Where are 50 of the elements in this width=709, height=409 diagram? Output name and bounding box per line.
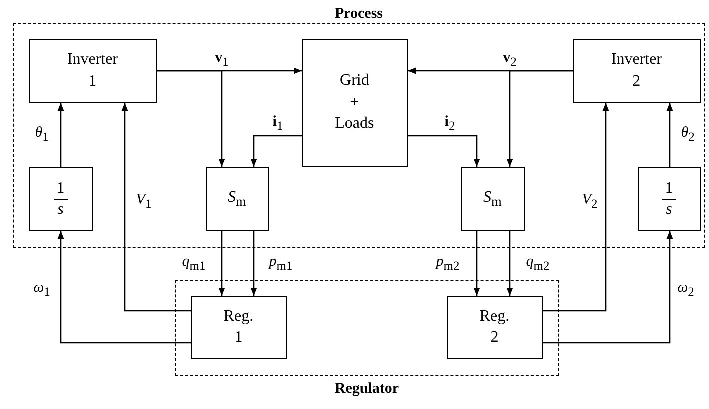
signal-label: V$_{1}$: [136, 192, 152, 212]
signal-arrow: [506, 70, 573, 167]
fraction-numerator: 1: [662, 178, 676, 200]
block-label: S$_{m}$: [228, 188, 246, 211]
signal-arrow: [157, 70, 226, 167]
fraction-denominator: s: [58, 200, 64, 219]
signal-label: V$_{2}$: [582, 192, 598, 212]
process-block: [446, 296, 543, 359]
signal-label: p$_{m1}$: [269, 254, 293, 274]
signal-arrow: [474, 231, 480, 296]
process-block: [302, 38, 408, 167]
signal-arrow: [666, 103, 674, 167]
signal-arrow: [506, 231, 514, 296]
block-label: Reg. 1: [224, 306, 254, 348]
signal-label: ω$_{2}$: [678, 280, 694, 300]
block-label: Inverter 1: [67, 50, 118, 92]
signal-label: i$_{1}$: [272, 114, 284, 134]
signal-label: v$_{2}$: [503, 50, 517, 70]
signal-label: q$_{m2}$: [526, 254, 550, 274]
process-block: [460, 166, 525, 231]
integrator-block: [28, 166, 93, 231]
block-label: Reg. 2: [480, 306, 510, 348]
signal-label: ω$_{1}$: [34, 280, 50, 300]
signal-label: θ$_{2}$: [681, 125, 695, 145]
signal-arrow: [58, 231, 191, 344]
process-block: [206, 166, 269, 231]
integrator-block: [638, 166, 701, 231]
signal-label: p$_{m2}$: [436, 254, 460, 274]
signal-arrow: [218, 231, 226, 296]
signal-arrow: [543, 103, 610, 312]
signal-arrow: [122, 103, 191, 312]
fraction-numerator: 1: [54, 178, 68, 200]
signal-arrow: [58, 103, 64, 167]
block-label: S$_{m}$: [484, 188, 502, 211]
signal-arrow: [250, 135, 302, 167]
process-block: [572, 38, 701, 103]
block-label: Inverter 2: [611, 50, 662, 92]
process-block: [28, 38, 157, 103]
process-block: [190, 296, 287, 359]
group-title: Regulator: [334, 381, 400, 398]
signal-arrow: [543, 231, 674, 344]
signal-arrow: [250, 231, 258, 296]
signal-label: i$_{2}$: [444, 114, 456, 134]
signal-label: q$_{m1}$: [182, 254, 206, 274]
block-label: Grid + Loads: [335, 71, 374, 134]
fraction-denominator: s: [666, 200, 672, 219]
group-title: Process: [334, 6, 384, 23]
signal-arrow: [408, 135, 480, 167]
signal-label: θ$_{1}$: [35, 125, 49, 145]
signal-label: v$_{1}$: [215, 50, 229, 70]
